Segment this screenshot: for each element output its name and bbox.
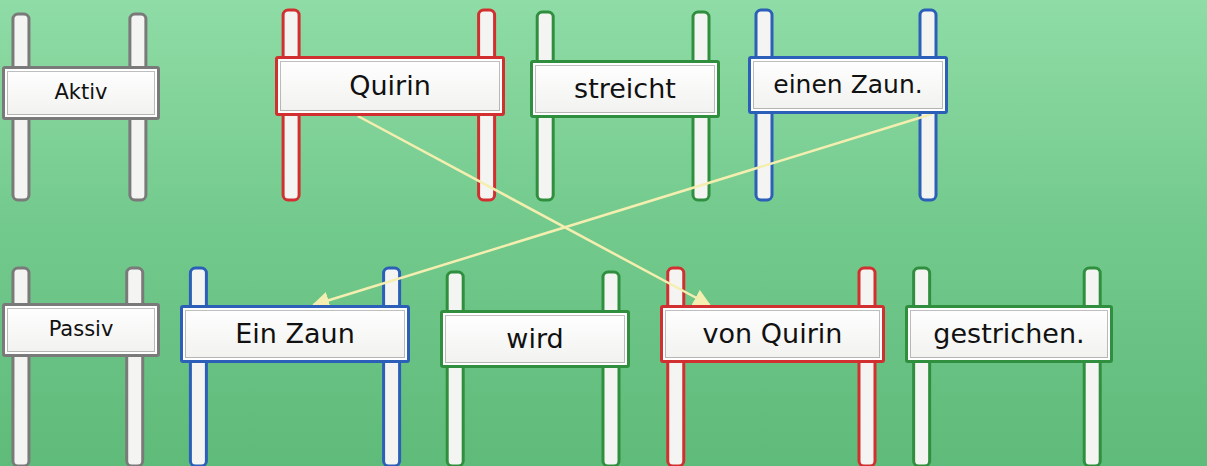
phrase-sign: wird [440, 310, 630, 368]
sign-text: gestrichen. [933, 319, 1084, 349]
sign-text: Aktiv [54, 81, 107, 104]
sign-post [603, 272, 619, 466]
phrase-sign: Ein Zaun [180, 305, 410, 363]
transform-arrow [358, 116, 710, 305]
sign-post [13, 268, 29, 466]
phrase-sign: gestrichen. [905, 305, 1113, 363]
sign-text: Ein Zaun [235, 319, 355, 349]
sign-post [190, 268, 206, 466]
sign-text: von Quirin [703, 319, 843, 349]
phrase-sign: streicht [530, 60, 720, 118]
sign-text: streicht [574, 74, 676, 104]
voice-sign: Aktiv [2, 66, 160, 120]
phrase-sign: einen Zaun. [748, 56, 948, 114]
sign-post [668, 268, 684, 466]
phrase-sign: von Quirin [660, 305, 885, 363]
phrase-sign: Quirin [275, 56, 505, 116]
sign-post [859, 268, 875, 466]
sign-post [127, 268, 143, 466]
sign-post [914, 268, 930, 466]
transform-arrow [313, 114, 932, 305]
sign-text: Passiv [49, 318, 114, 341]
sign-post [447, 272, 463, 466]
sign-text: Quirin [349, 71, 431, 101]
sign-post [384, 268, 400, 466]
voice-sign: Passiv [2, 303, 160, 357]
sign-text: wird [506, 324, 563, 354]
sign-post [1084, 268, 1100, 466]
sign-text: einen Zaun. [773, 71, 922, 99]
